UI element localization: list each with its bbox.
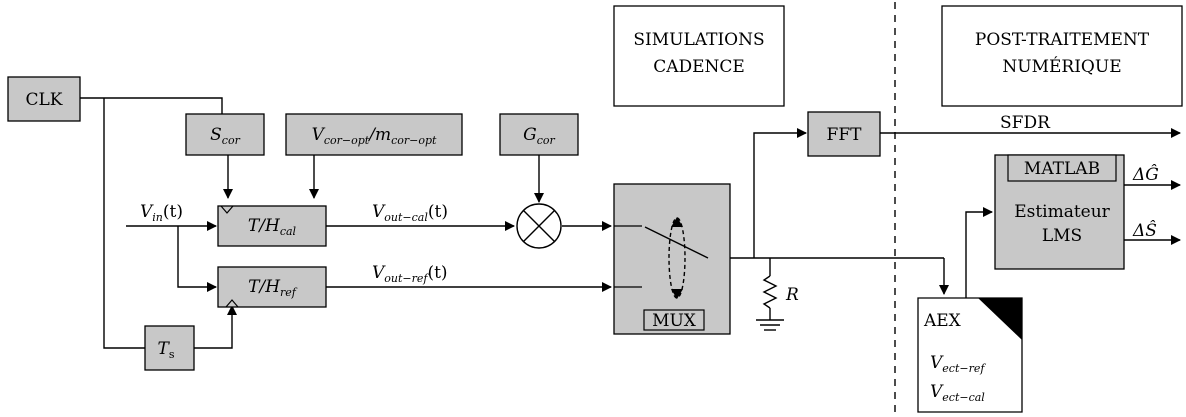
mux-switch-arm [644, 226, 709, 259]
post-processing-label-line2: NUMÉRIQUE [1002, 56, 1121, 77]
ts-block: Ts [144, 325, 195, 371]
simulation-domain-box: SIMULATIONS CADENCE [613, 5, 785, 107]
estimator-label-line2: LMS [1042, 226, 1082, 246]
sfdr-label: SFDR [1000, 113, 1051, 133]
vout-cal-label: Vout−cal(t) [372, 202, 448, 224]
svg-text:Scor: Scor [210, 125, 240, 147]
svg-text:T/Href: T/Href [248, 277, 298, 299]
simulation-label-line2: CADENCE [653, 57, 745, 77]
post-processing-domain-box: POST-TRAITEMENT NUMÉRIQUE [941, 5, 1183, 107]
estimator-label-line1: Estimateur [1014, 202, 1110, 222]
mux-label: MUX [652, 311, 697, 331]
g-cor-block: Gcor [499, 113, 579, 156]
clk-block: CLK [7, 76, 81, 122]
svg-text:Ts: Ts [158, 339, 175, 361]
svg-text:CLK: CLK [26, 90, 63, 110]
wires [80, 97, 1181, 349]
estimator-block: MATLAB Estimateur LMS [994, 154, 1125, 270]
svg-text:Vcor−opt/mcor−opt: Vcor−opt/mcor−opt [312, 125, 437, 147]
svg-text:T/Hcal: T/Hcal [248, 216, 297, 238]
vout-ref-label: Vout−ref(t) [372, 263, 448, 285]
multiplier-symbol [516, 203, 562, 249]
post-processing-label-line1: POST-TRAITEMENT [975, 30, 1150, 50]
aex-file-icon: AEX Vect−ref Vect−cal [917, 297, 1023, 413]
simulation-label-line1: SIMULATIONS [633, 30, 764, 50]
th-cal-block: T/Hcal [217, 205, 327, 247]
svg-text:Vect−ref: Vect−ref [930, 353, 986, 375]
resistor-label: R [785, 285, 799, 305]
matlab-label: MATLAB [1024, 159, 1100, 179]
mux-block: MUX [613, 183, 731, 335]
v-cor-opt-block: Vcor−opt/mcor−opt [285, 113, 463, 156]
svg-text:Vect−cal: Vect−cal [930, 382, 985, 404]
vin-label: Vin(t) [140, 202, 183, 224]
delta-s-label: ΔŜ [1132, 220, 1157, 241]
fft-block: FFT [807, 111, 881, 157]
svg-text:FFT: FFT [827, 125, 863, 145]
delta-g-label: ΔĜ [1132, 164, 1159, 185]
s-cor-block: Scor [185, 113, 265, 156]
th-ref-block: T/Href [217, 266, 327, 308]
aex-label: AEX [923, 311, 962, 331]
svg-text:Gcor: Gcor [523, 125, 555, 147]
